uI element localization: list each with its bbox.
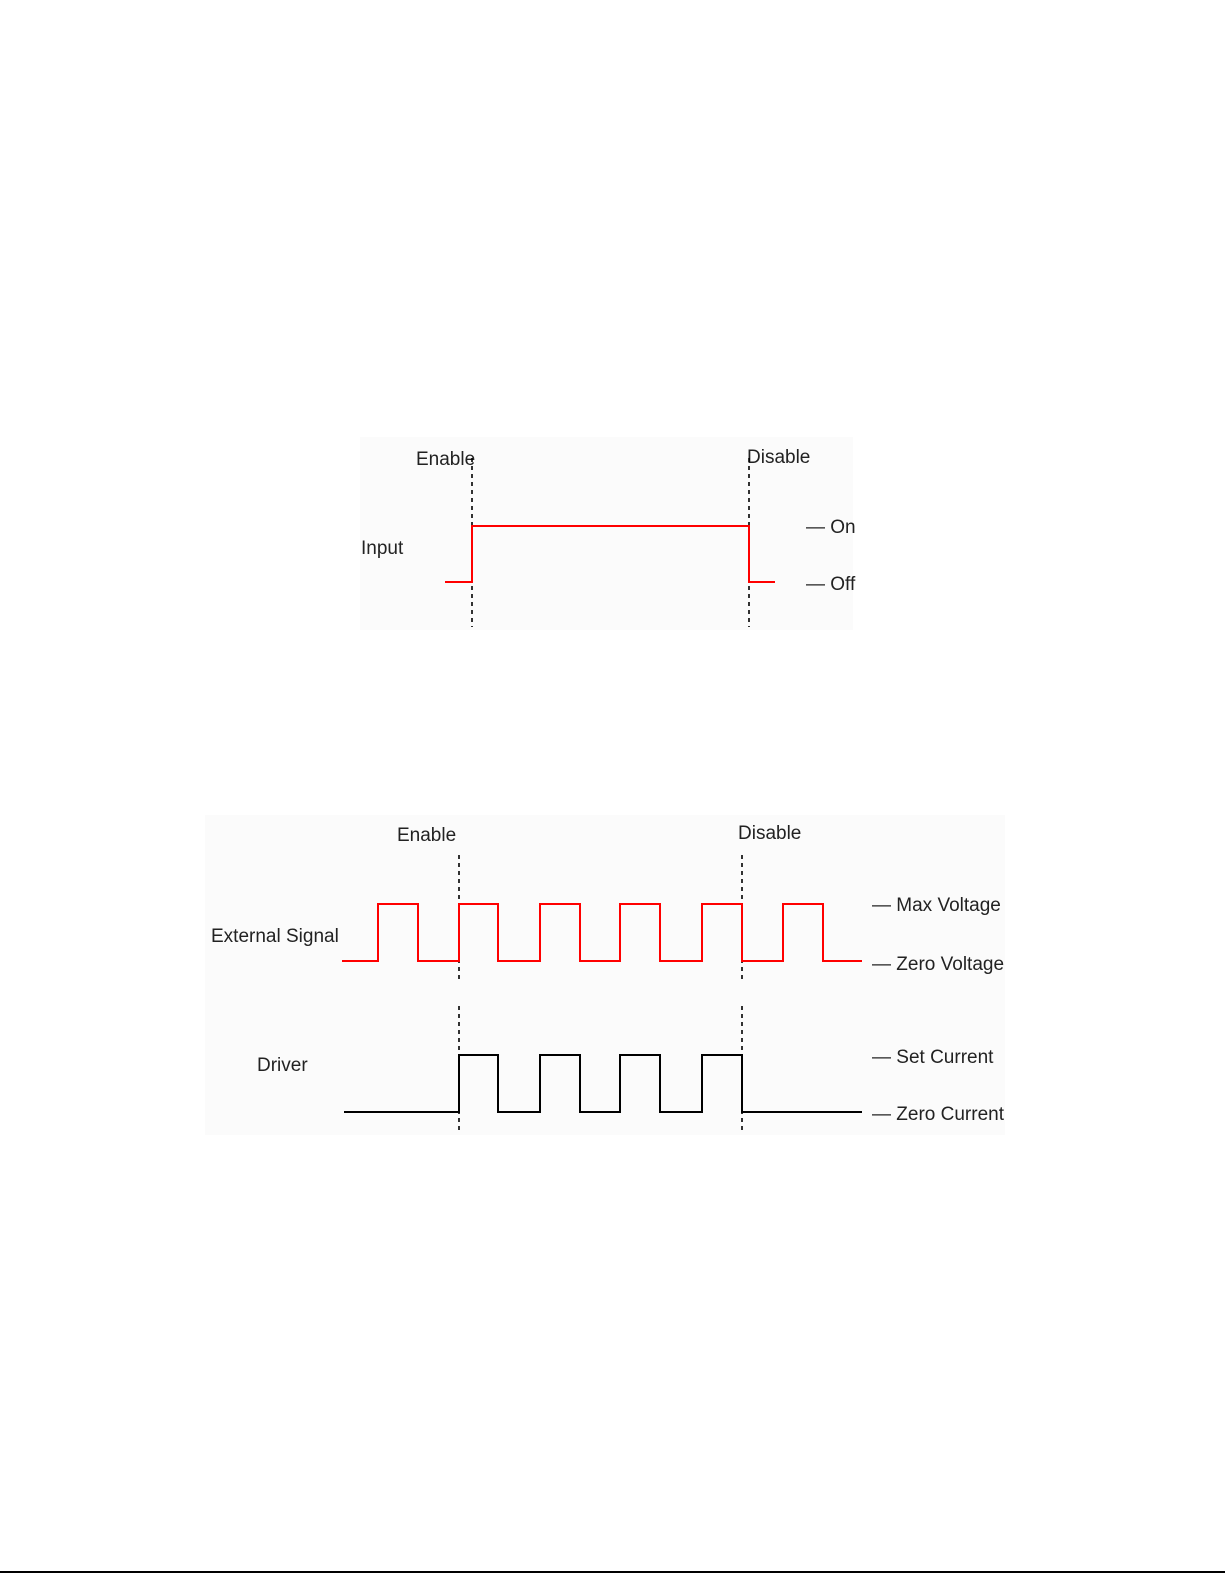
on-level-label: — On xyxy=(806,517,856,538)
external-signal-label: External Signal xyxy=(211,926,339,947)
top-disable-label: Disable xyxy=(747,447,810,468)
driver-label: Driver xyxy=(257,1055,308,1076)
top-enable-label: Enable xyxy=(416,449,475,470)
page-bottom-rule xyxy=(0,1571,1225,1573)
off-level-label: — Off xyxy=(806,574,856,595)
input-label: Input xyxy=(361,538,404,559)
zero-voltage-label: — Zero Voltage xyxy=(872,954,1004,975)
bottom-panel xyxy=(205,815,1005,1135)
zero-current-label: — Zero Current xyxy=(872,1104,1005,1125)
set-current-label: — Set Current xyxy=(872,1047,994,1068)
bottom-disable-label: Disable xyxy=(738,823,801,844)
max-voltage-label: — Max Voltage xyxy=(872,895,1001,916)
bottom-enable-label: Enable xyxy=(397,825,456,846)
